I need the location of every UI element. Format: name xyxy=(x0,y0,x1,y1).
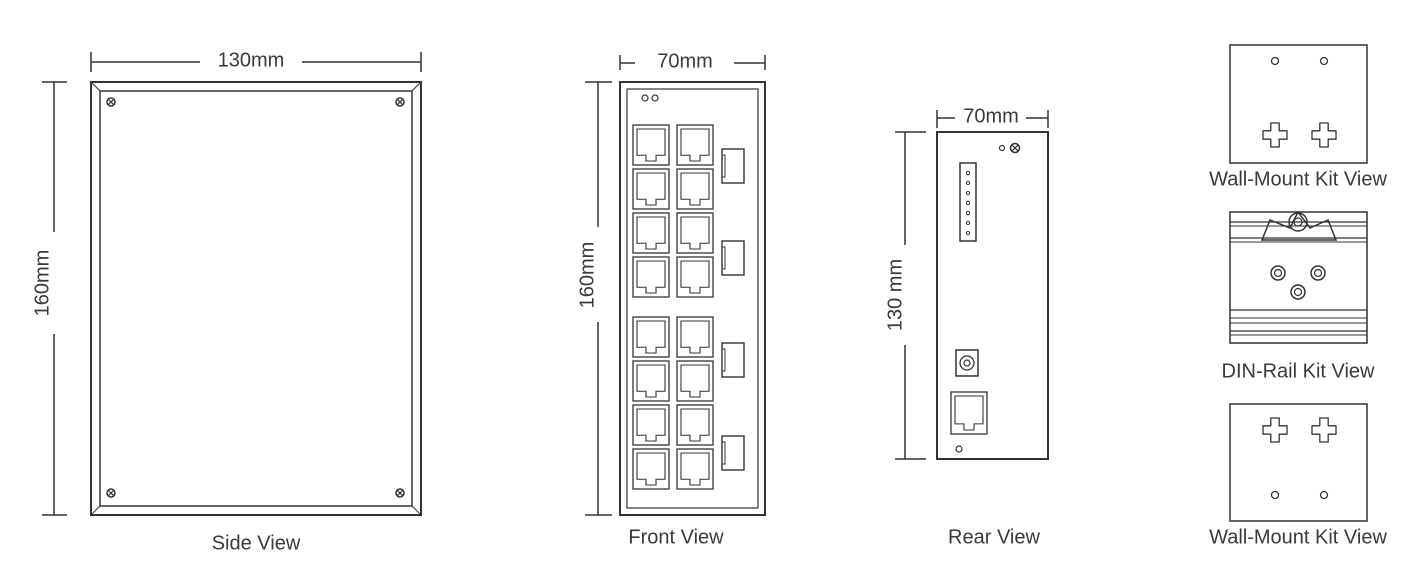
screw-hole-icon xyxy=(1270,265,1286,281)
screw-hole-icon xyxy=(1310,265,1326,281)
rear-height-label: 130 mm xyxy=(884,259,906,331)
rj45-port-icon xyxy=(632,316,670,358)
screw-hole-icon xyxy=(1290,284,1306,300)
rj45-port-icon xyxy=(632,168,670,210)
power-jack-icon xyxy=(955,349,979,377)
rear-width-label: 70mm xyxy=(963,105,1019,127)
keyhole-icon xyxy=(1262,417,1288,443)
hole-icon xyxy=(998,144,1006,152)
keyhole-icon xyxy=(1311,417,1337,443)
din-clip-icon xyxy=(1260,210,1338,241)
keyhole-icon xyxy=(1262,122,1288,148)
rj45-port-icon xyxy=(676,360,714,402)
front-panel-inner xyxy=(626,88,759,509)
front-panel-outer xyxy=(619,81,766,516)
wall-mount-bottom-caption: Wall-Mount Kit View xyxy=(1209,526,1387,548)
front-view: 70mm 160mm Front View xyxy=(576,50,766,548)
rj45-port-icon xyxy=(676,256,714,298)
front-view-caption: Front View xyxy=(628,526,724,548)
screw-icon xyxy=(106,97,116,107)
screw-icon xyxy=(395,97,405,107)
rj45-port-icon xyxy=(632,360,670,402)
mount-hole-icon xyxy=(1270,56,1280,66)
side-width-label: 130mm xyxy=(218,49,285,71)
rj45-port-icon xyxy=(676,212,714,254)
sfp-slot-icon xyxy=(721,435,745,471)
rj45-port-icon xyxy=(950,391,988,435)
terminal-block-icon xyxy=(959,162,977,242)
rear-view: 70mm 130 mm Rear View xyxy=(884,105,1049,548)
rj45-port-icon xyxy=(676,316,714,358)
led-icon xyxy=(641,94,649,102)
rear-view-caption: Rear View xyxy=(948,526,1040,548)
wall-mount-top-caption: Wall-Mount Kit View xyxy=(1209,168,1387,190)
mount-hole-icon xyxy=(1319,490,1329,500)
side-height-label: 160mm xyxy=(31,250,53,317)
rear-panel xyxy=(936,131,1049,460)
rj45-port-icon xyxy=(632,212,670,254)
wall-mount-plate xyxy=(1229,44,1368,164)
rj45-port-icon xyxy=(632,404,670,446)
mount-hole-icon xyxy=(1270,490,1280,500)
hole-icon xyxy=(955,445,963,453)
sfp-slot-icon xyxy=(721,240,745,276)
screw-icon xyxy=(106,488,116,498)
wall-mount-plate xyxy=(1229,403,1368,522)
sfp-slot-icon xyxy=(721,342,745,378)
front-width-label: 70mm xyxy=(657,50,713,72)
keyhole-icon xyxy=(1311,122,1337,148)
din-rail-kit: DIN-Rail Kit View xyxy=(1222,210,1376,382)
side-panel-inner xyxy=(99,90,413,507)
sfp-port-array xyxy=(721,148,745,471)
wall-mount-kit-bottom: Wall-Mount Kit View xyxy=(1209,403,1387,548)
wall-mount-kit-top: Wall-Mount Kit View xyxy=(1209,44,1387,190)
din-rail-caption: DIN-Rail Kit View xyxy=(1222,360,1376,382)
rj45-port-icon xyxy=(676,168,714,210)
led-icon xyxy=(651,94,659,102)
front-height-label: 160mm xyxy=(576,242,598,309)
rj45-port-icon xyxy=(632,124,670,166)
side-view-caption: Side View xyxy=(212,532,301,554)
side-view: 130mm 160mm Side View xyxy=(31,49,422,554)
rj45-port-icon xyxy=(676,404,714,446)
screw-icon xyxy=(395,488,405,498)
rj45-port-icon xyxy=(676,448,714,490)
sfp-slot-icon xyxy=(721,148,745,184)
console-port-icon xyxy=(950,391,988,435)
ground-screw-icon xyxy=(1009,142,1021,154)
rj45-port-icon xyxy=(676,124,714,166)
rj45-port-array xyxy=(632,124,714,490)
rj45-port-icon xyxy=(632,256,670,298)
rj45-port-icon xyxy=(632,448,670,490)
mount-hole-icon xyxy=(1319,56,1329,66)
side-panel-outer xyxy=(90,81,422,516)
